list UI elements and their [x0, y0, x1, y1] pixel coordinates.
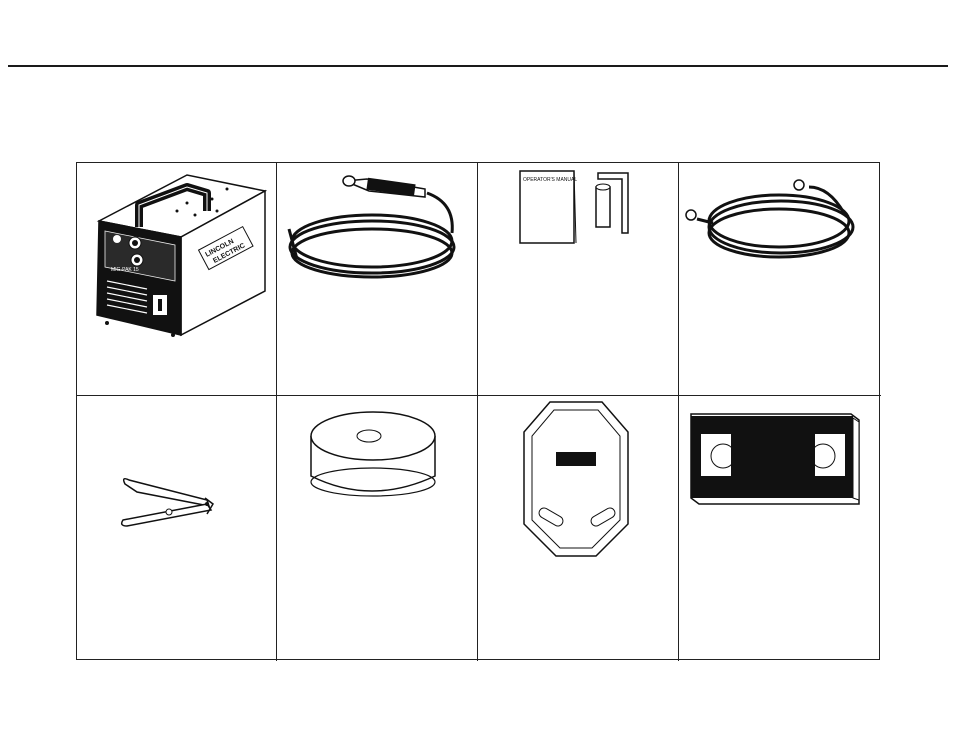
header-rule [8, 65, 948, 67]
accessories-grid: LINCOLN ELECTRIC MIG-PAK 15 [76, 162, 880, 660]
grid-cell-work-cable [679, 163, 879, 395]
manual-and-tools-icon: OPERATOR'S MANUAL [478, 163, 678, 395]
work-cable-icon [679, 163, 879, 395]
wire-spool-icon [277, 396, 477, 659]
grid-cell-hand-shield [478, 396, 678, 659]
grid-cell-video-cassette [679, 396, 879, 659]
manual-cover-text: OPERATOR'S MANUAL [523, 177, 577, 183]
welder-unit-icon: LINCOLN ELECTRIC MIG-PAK 15 [77, 163, 276, 395]
ground-clamp-icon [77, 396, 276, 659]
welding-gun-cable-icon [277, 163, 477, 395]
grid-cell-ground-clamp [77, 396, 276, 659]
grid-cell-welder: LINCOLN ELECTRIC MIG-PAK 15 [77, 163, 276, 395]
grid-cell-manual-tools: OPERATOR'S MANUAL [478, 163, 678, 395]
video-cassette-icon [679, 396, 879, 659]
hand-shield-icon [478, 396, 678, 659]
grid-cell-wire-spool [277, 396, 477, 659]
grid-cell-gun-cable [277, 163, 477, 395]
product-label: MIG-PAK 15 [111, 267, 139, 273]
